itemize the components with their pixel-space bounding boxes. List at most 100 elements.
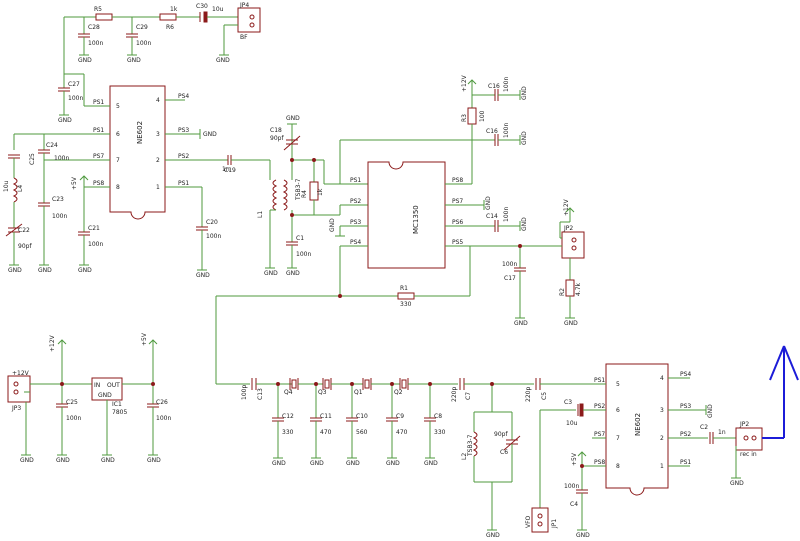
ic-right-pin-left-1: PS1 bbox=[594, 377, 605, 384]
label-c9: C9 bbox=[396, 413, 404, 420]
connector-jp2-rec bbox=[735, 427, 763, 451]
label-bf: BF bbox=[240, 34, 248, 41]
ic-left-pin-right-4: PS1 bbox=[178, 180, 189, 187]
label-jp4: JP4 bbox=[239, 2, 249, 9]
label-c5: C5 bbox=[541, 392, 548, 400]
ic-right-pin-left-4: PS8 bbox=[594, 459, 605, 466]
capacitor-c30 bbox=[203, 11, 208, 23]
value-c16a: 100n bbox=[503, 77, 510, 92]
label-c18: C18 bbox=[270, 127, 282, 134]
inductor-l2 bbox=[472, 431, 478, 457]
value-c25: 100n bbox=[66, 415, 81, 422]
label-jp3: JP3 bbox=[11, 405, 21, 412]
value-c29: 100n bbox=[136, 40, 151, 47]
ic-left-name: NE602 bbox=[136, 121, 144, 144]
ic-left-pin-left-4: PS8 bbox=[93, 180, 104, 187]
label-l4: L4 bbox=[17, 185, 24, 192]
ic-left-pin-left-1: PS1 bbox=[93, 99, 104, 106]
inductor-l1-secondary bbox=[282, 179, 288, 211]
connector-jp2-top bbox=[561, 231, 585, 259]
inductor-l4 bbox=[12, 177, 18, 203]
label-c16b: C16 bbox=[486, 128, 498, 135]
value-c7: 220p bbox=[451, 387, 458, 402]
connector-jp1 bbox=[531, 507, 549, 533]
gnd-label: GND bbox=[38, 267, 52, 274]
label-c23: C23 bbox=[52, 196, 64, 203]
ic-mid-pin-left-4: PS4 bbox=[350, 239, 361, 246]
gnd-label: GND bbox=[203, 131, 217, 138]
right-top-supply: +12V C16 100n R3 100 C16 100n C14 100n 1… bbox=[215, 74, 585, 384]
ic-right-pin-right-1: PS4 bbox=[680, 371, 691, 378]
ic-left-ne602: NE602 PS1 PS1 PS7 PS8 PS4 PS3 PS2 PS1 5 … bbox=[92, 85, 201, 220]
ic-right-pin-left-3: PS7 bbox=[594, 431, 605, 438]
value-r2: 4.7k bbox=[575, 282, 582, 296]
value-l1: TSB3-7 bbox=[295, 178, 302, 201]
value-c4: 100n bbox=[564, 483, 579, 490]
label-r3: R3 bbox=[461, 114, 468, 122]
value-c21: 100n bbox=[88, 241, 103, 248]
label-c19: C19 bbox=[224, 167, 236, 174]
label-c26: C26 bbox=[156, 399, 168, 406]
value-c17: 100n bbox=[502, 261, 517, 268]
label-c27: C27 bbox=[68, 81, 80, 88]
value-c26: 100n bbox=[156, 415, 171, 422]
gnd-label: GND bbox=[310, 460, 324, 467]
label-c6: C6 bbox=[500, 449, 508, 456]
ic-left-num-r4: 1 bbox=[156, 184, 160, 191]
resistor-r6 bbox=[159, 13, 177, 21]
label-r1: R1 bbox=[400, 285, 408, 292]
label-c22: C22 bbox=[18, 227, 30, 234]
gnd-label: GND bbox=[20, 457, 34, 464]
label-c21: C21 bbox=[88, 225, 100, 232]
value-c3: 10u bbox=[566, 420, 578, 427]
ic-left-num-r3: 2 bbox=[156, 157, 160, 164]
ic-right-num-l2: 6 bbox=[616, 407, 620, 414]
ic-left-num-r1: 4 bbox=[156, 97, 160, 104]
label-plus12-supply: +12V bbox=[49, 334, 56, 352]
label-c16a: C16 bbox=[488, 83, 500, 90]
label-plus5-supply: +5V bbox=[141, 332, 148, 346]
label-jp1: JP1 bbox=[551, 519, 558, 529]
ic-left-num-l2: 6 bbox=[116, 131, 120, 138]
ic-left-num-l1: 5 bbox=[116, 103, 120, 110]
value-ic1: 7805 bbox=[112, 409, 127, 416]
label-c2: C2 bbox=[700, 424, 708, 431]
label-c25: C25 bbox=[66, 399, 78, 406]
label-out: OUT bbox=[107, 382, 120, 389]
label-c29: C29 bbox=[136, 24, 148, 31]
label-r6: R6 bbox=[166, 24, 174, 31]
value-c16b: 100n bbox=[503, 123, 510, 138]
right-bottom: C3 10u +5V 100n C4 JP1 VFO C2 1n JP2 rec… bbox=[525, 399, 763, 539]
label-q4: Q4 bbox=[284, 389, 293, 396]
value-r4: 1k bbox=[317, 188, 324, 196]
value-c19: 1n bbox=[222, 166, 230, 173]
label-jp2-top: JP2 bbox=[563, 225, 573, 232]
label-l2: L2 bbox=[461, 453, 468, 460]
ic-mid-name: MC1350 bbox=[412, 205, 420, 234]
connector-jp3 bbox=[7, 375, 31, 403]
value-c23: 100n bbox=[52, 213, 67, 220]
ic-mid-pin-right-4: PS5 bbox=[452, 239, 463, 246]
gnd-label: GND bbox=[286, 270, 300, 277]
value-c9: 470 bbox=[396, 429, 408, 436]
ic-left-pin-right-3: PS2 bbox=[178, 153, 189, 160]
gnd-label: GND bbox=[386, 460, 400, 467]
gnd-label: GND bbox=[272, 460, 286, 467]
ic-mid-pin-right-1: PS8 bbox=[452, 177, 463, 184]
label-c24: C24 bbox=[46, 142, 58, 149]
label-c14: C14 bbox=[486, 213, 498, 220]
label-plus12-jp3: +12V bbox=[12, 370, 30, 377]
gnd-label: GND bbox=[286, 115, 300, 122]
label-q3: Q3 bbox=[318, 389, 327, 396]
ic-mid-pin-left-3: PS3 bbox=[350, 219, 361, 226]
middle-transformer: C18 90pf L1 TSB3-7 R4 1k C1 100n GND GND… bbox=[257, 115, 368, 277]
label-c12: C12 bbox=[282, 413, 294, 420]
left-oscillator: C24 100n C23 100n C21 100n +5V C25 L4 10… bbox=[3, 131, 270, 279]
gnd-label: GND bbox=[78, 267, 92, 274]
antenna-icon bbox=[762, 345, 799, 439]
ic-right-pin-right-3: PS2 bbox=[680, 431, 691, 438]
ic-mid-pin-right-2: PS7 bbox=[452, 198, 463, 205]
label-c8: C8 bbox=[434, 413, 442, 420]
gnd-label: GND bbox=[514, 320, 528, 327]
